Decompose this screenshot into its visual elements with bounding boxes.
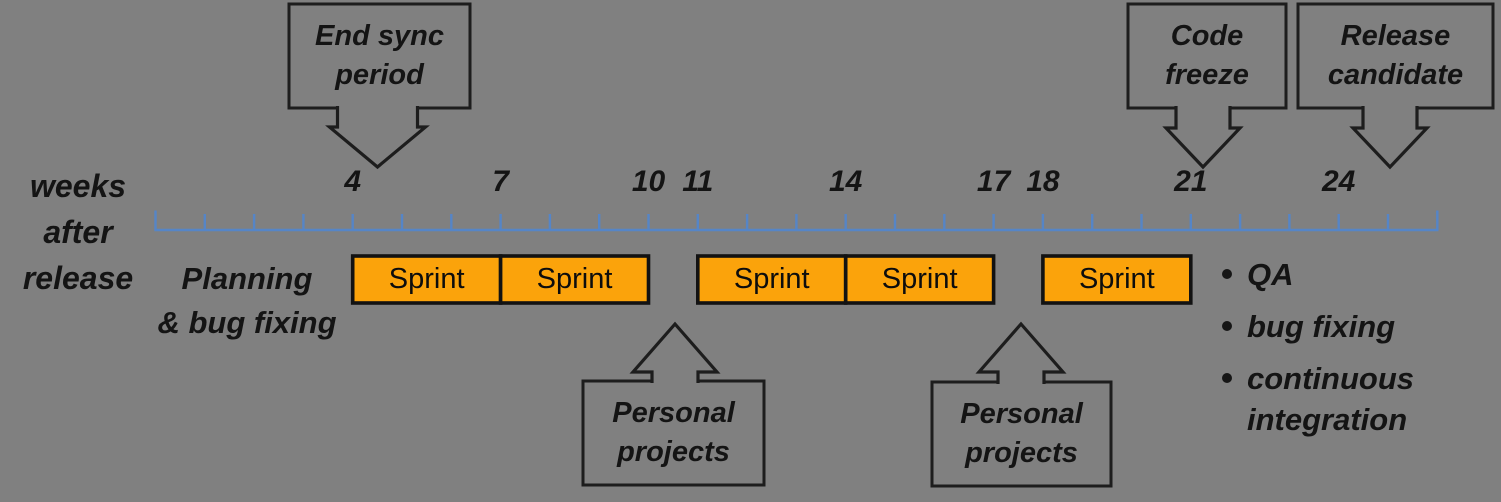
week-tick-label: 24 bbox=[1322, 165, 1356, 198]
personal-projects-2-label-line: Personal bbox=[960, 398, 1083, 430]
week-tick-label: 7 bbox=[492, 165, 509, 198]
personal-projects-1-label-line: projects bbox=[617, 436, 730, 468]
end-sync-label-line: period bbox=[335, 59, 424, 91]
week-tick-label: 21 bbox=[1174, 165, 1208, 198]
end-sync-arrow-down bbox=[325, 106, 430, 170]
sprint-box bbox=[350, 254, 503, 305]
personal-projects-1-arrow-up bbox=[629, 321, 721, 383]
sprint-box bbox=[498, 254, 651, 305]
release-candidate-arrow-down bbox=[1349, 106, 1431, 170]
qa-list-item: QA bbox=[1222, 254, 1492, 295]
qa-list-item: bug fixing bbox=[1222, 306, 1492, 347]
code-freeze-label-line: freeze bbox=[1165, 59, 1249, 91]
sprint-box-label: Sprint bbox=[733, 263, 810, 295]
sprint-box bbox=[695, 254, 848, 305]
week-tick-label: 10 bbox=[631, 165, 666, 198]
release-candidate-label-line: Release bbox=[1340, 20, 1451, 52]
release-candidate-label-line: candidate bbox=[1327, 59, 1464, 91]
axis-caption-line: weeks bbox=[29, 168, 127, 204]
personal-projects-1-label-line: Personal bbox=[612, 397, 735, 429]
qa-list-item: continuous integration bbox=[1222, 358, 1492, 440]
phase-label-planning: Planning & bug fixing bbox=[137, 257, 357, 345]
sprint-box bbox=[843, 254, 996, 305]
phase-label-line: Planning bbox=[181, 261, 313, 296]
sprint-box-label: Sprint bbox=[536, 263, 613, 295]
sprint-box-label: Sprint bbox=[1078, 263, 1155, 295]
bullet-icon bbox=[1222, 373, 1232, 383]
personal-projects-1-label: Personal projects bbox=[583, 381, 764, 485]
personal-projects-2-label: Personal projects bbox=[932, 382, 1111, 486]
axis-caption-line: release bbox=[22, 260, 134, 296]
sprint-box-label: Sprint bbox=[388, 263, 465, 295]
axis-caption-line: after bbox=[43, 214, 113, 250]
axis-caption: weeks after release bbox=[8, 163, 148, 301]
release-candidate-label: Release candidate bbox=[1298, 4, 1493, 108]
phase-label-line: & bug fixing bbox=[157, 305, 337, 340]
week-tick-label: 11 bbox=[682, 165, 714, 198]
week-tick-label: 14 bbox=[829, 165, 863, 198]
week-tick-label: 18 bbox=[1026, 165, 1060, 198]
code-freeze-arrow-down bbox=[1162, 106, 1244, 170]
qa-list-item-text: continuous integration bbox=[1247, 361, 1415, 437]
bullet-icon bbox=[1222, 269, 1232, 279]
qa-bullet-list: QA bug fixing continuous integration bbox=[1222, 254, 1492, 451]
personal-projects-2-label-line: projects bbox=[965, 437, 1078, 469]
code-freeze-label-line: Code bbox=[1170, 20, 1244, 52]
end-sync-label-line: End sync bbox=[315, 20, 444, 52]
qa-list-item-text: bug fixing bbox=[1247, 309, 1396, 344]
qa-list-item-text: QA bbox=[1247, 257, 1294, 292]
week-tick-label: 4 bbox=[344, 165, 362, 198]
timeline-axis bbox=[154, 210, 1439, 232]
sprint-box-label: Sprint bbox=[881, 263, 958, 295]
week-tick-label: 17 bbox=[976, 165, 1011, 198]
personal-projects-2-arrow-up bbox=[975, 321, 1067, 384]
code-freeze-label: Code freeze bbox=[1128, 4, 1286, 108]
end-sync-label: End sync period bbox=[289, 4, 470, 108]
sprint-box bbox=[1041, 254, 1193, 305]
bullet-icon bbox=[1222, 321, 1232, 331]
